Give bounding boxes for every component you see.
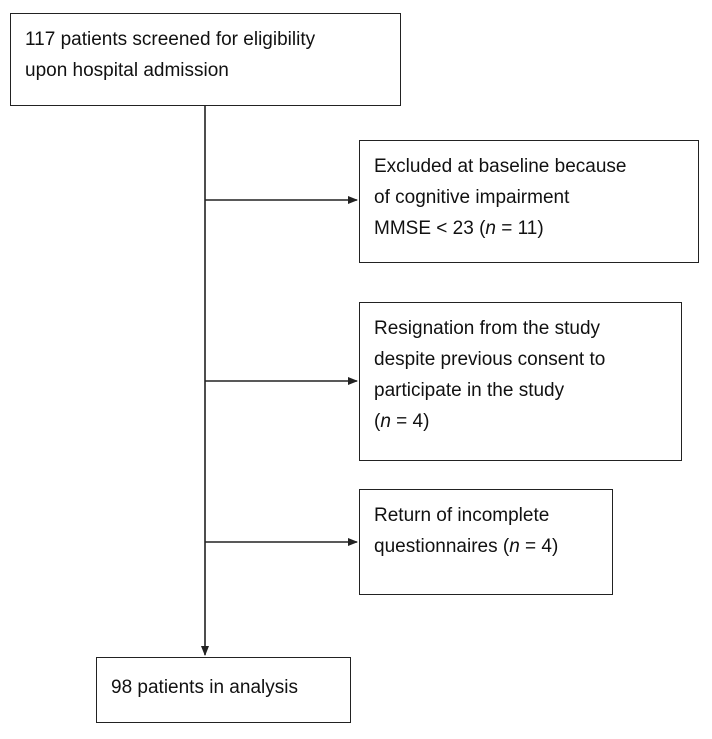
incomplete-n-symbol: n [509, 536, 520, 557]
resignation-count-value: = 4) [390, 411, 430, 432]
analysis-box: 98 patients in analysis [96, 657, 351, 723]
resignation-line-3: participate in the study [374, 380, 565, 401]
incomplete-count-value: = 4) [519, 536, 559, 557]
resignation-count-line: (n = 4) [374, 406, 667, 437]
resignation-box: Resignation from the study despite previ… [359, 302, 682, 461]
excluded-count-prefix: MMSE < 23 ( [374, 218, 486, 239]
excluded-count-line: MMSE < 23 (n = 11) [374, 213, 684, 244]
resignation-n-symbol: n [380, 411, 391, 432]
excluded-n-symbol: n [485, 218, 496, 239]
resignation-count-prefix: ( [374, 411, 381, 432]
incomplete-box: Return of incomplete questionnaires (n =… [359, 489, 613, 595]
incomplete-count-prefix: questionnaires ( [374, 536, 510, 557]
resignation-line-2: despite previous consent to [374, 349, 606, 370]
screened-line-1: 117 patients screened for eligibility [25, 29, 316, 50]
excluded-line-2: of cognitive impairment [374, 187, 570, 208]
analysis-line-1: 98 patients in analysis [111, 677, 298, 698]
screened-line-2: upon hospital admission [25, 60, 229, 81]
incomplete-line-1: Return of incomplete [374, 505, 550, 526]
incomplete-count-line: questionnaires (n = 4) [374, 531, 598, 562]
excluded-cognitive-box: Excluded at baseline because of cognitiv… [359, 140, 699, 263]
excluded-count-value: = 11) [495, 218, 544, 239]
screened-box: 117 patients screened for eligibility up… [10, 13, 401, 106]
excluded-line-1: Excluded at baseline because [374, 156, 627, 177]
resignation-line-1: Resignation from the study [374, 318, 601, 339]
